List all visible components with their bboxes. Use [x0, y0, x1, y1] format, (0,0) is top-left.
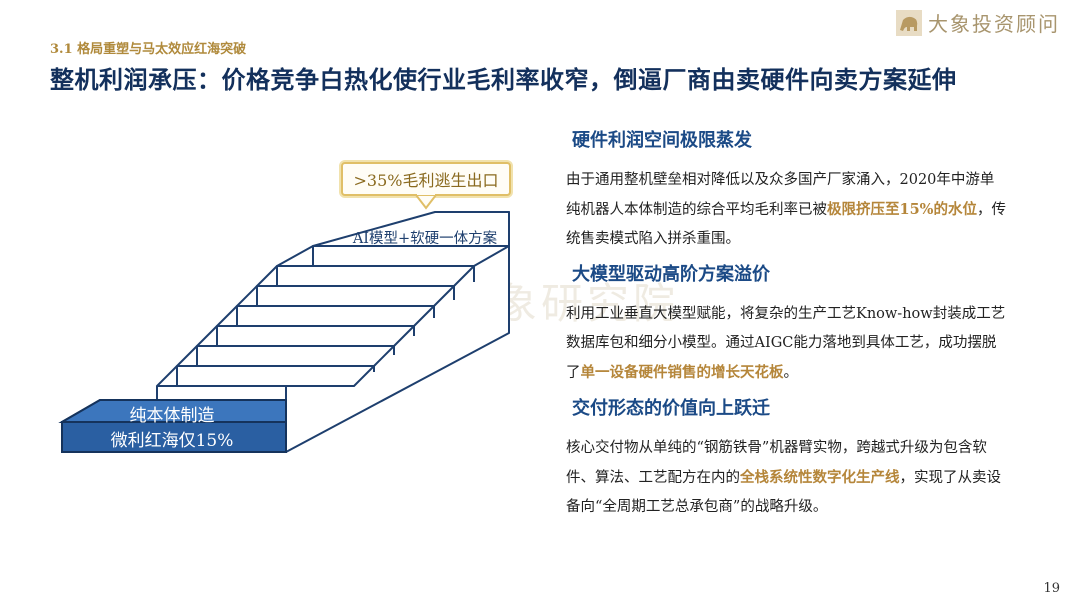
section-body: 核心交付物从单纯的“钢筋铁骨”机器臂实物，跨越式升级为包含软件、算法、工艺配方在… [566, 440, 1001, 515]
brand: 大象投资顾问 [896, 8, 1060, 37]
top-step-label: AI模型+软硬一体方案 [352, 229, 498, 247]
section-label: 3.1 格局重塑与马太效应红海突破 [50, 42, 247, 57]
stair-tread [176, 345, 395, 367]
section-delivery-value: 交付形态的价值向上跃迁 核心交付物从单纯的“钢筋铁骨”机器臂实物，跨越式升级为包… [566, 396, 1006, 522]
highlight-text: 极限挤压至15%的水位 [827, 201, 977, 218]
section-title: 硬件利润空间极限蒸发 [572, 130, 752, 151]
section-hardware-profit: 硬件利润空间极限蒸发 由于通用整机壁垒相对降低以及众多国产厂家涌入，2020年中… [566, 128, 1006, 254]
section-title: 大模型驱动高阶方案溢价 [572, 264, 770, 285]
brand-name: 大象投资顾问 [928, 12, 1060, 36]
highlight-text: 单一设备硬件销售的增长天花板 [580, 364, 784, 381]
base-step-line1: 纯本体制造 [130, 406, 215, 426]
section-title: 交付形态的价值向上跃迁 [572, 398, 770, 419]
base-step-block [58, 399, 287, 453]
section-body: 由于通用整机壁垒相对降低以及众多国产厂家涌入，2020年中游单纯机器人本体制造的… [566, 172, 1006, 247]
top-callout-text: >35%毛利逃生出口 [354, 171, 499, 190]
top-callout [339, 160, 513, 210]
content-column: 硬件利润空间极限蒸发 由于通用整机壁垒相对降低以及众多国产厂家涌入，2020年中… [566, 128, 1006, 530]
highlight-text: 全栈系统性数字化生产线 [740, 469, 900, 486]
stair-tread [196, 325, 415, 347]
section-body: 利用工业垂直大模型赋能，将复杂的生产工艺Know-how封装成工艺数据库包和细分… [566, 306, 1006, 381]
staircase-diagram: 纯本体制造 微利红海仅15% AI模型+软硬一体方案 >35%毛利逃生出口 [58, 160, 513, 453]
stair-tread [276, 245, 510, 267]
stair-tread [216, 305, 435, 327]
elephant-logo-icon [896, 9, 922, 36]
section-model-premium: 大模型驱动高阶方案溢价 利用工业垂直大模型赋能，将复杂的生产工艺Know-how… [566, 262, 1006, 388]
page-number: 19 [1043, 581, 1060, 596]
stair-tread [236, 285, 455, 307]
stair-tread [156, 365, 375, 387]
page-title: 整机利润承压：价格竞争白热化使行业毛利率收窄，倒逼厂商由卖硬件向卖方案延伸 [50, 65, 957, 94]
stair-tread [256, 265, 475, 287]
base-step-line2: 微利红海仅15% [111, 431, 234, 451]
